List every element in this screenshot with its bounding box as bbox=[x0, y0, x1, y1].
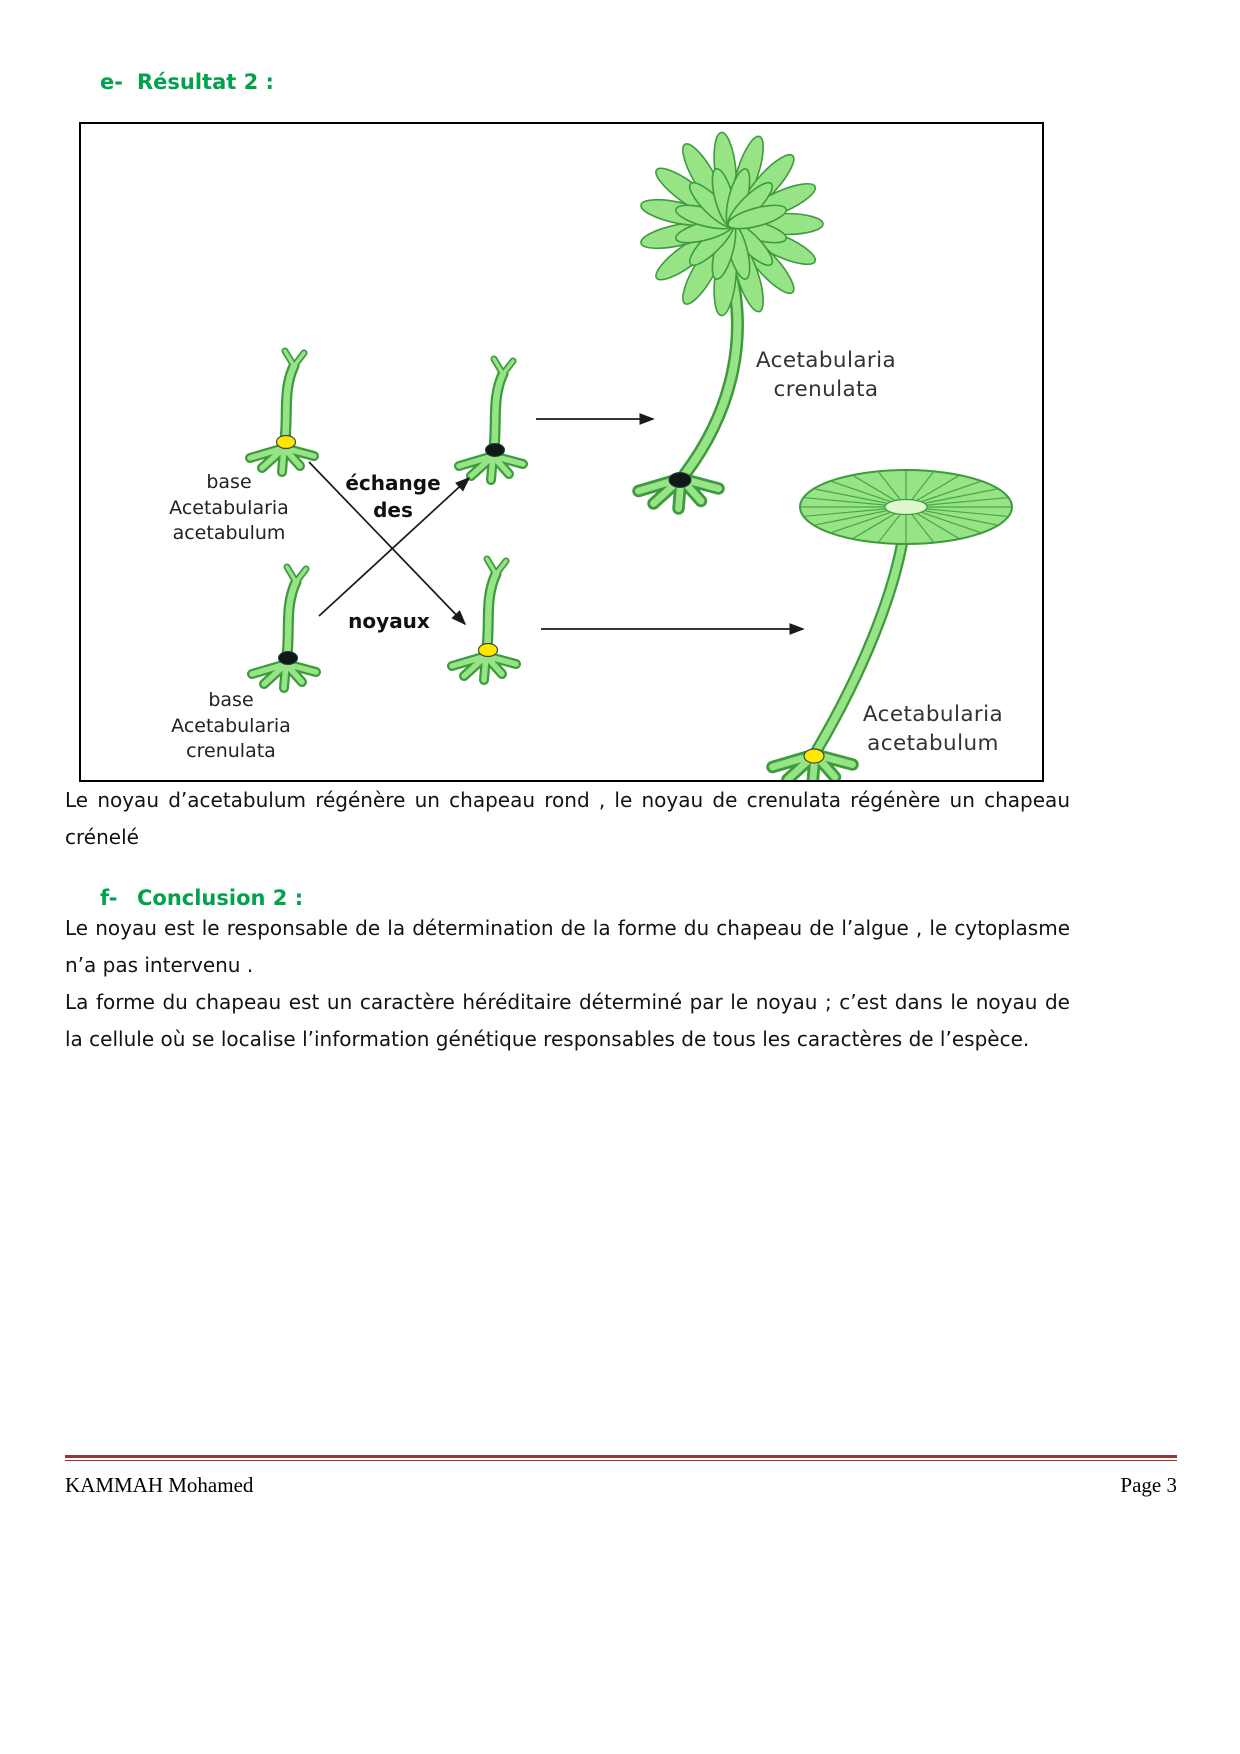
result-paragraph: Le noyau d’acetabulum régénère un chapea… bbox=[65, 788, 1070, 849]
crenulata-alga bbox=[639, 131, 824, 508]
heading-f-prefix: f- bbox=[100, 886, 118, 910]
crenulata-cap bbox=[640, 131, 824, 317]
exchange-arrow-up bbox=[318, 476, 471, 617]
label-acetabularia-crenulata: Acetabularia crenulata bbox=[755, 348, 897, 403]
conclusion-paragraph-1: Le noyau est le responsable de la déterm… bbox=[65, 916, 1070, 977]
section-heading-resultat: e- Résultat 2 : bbox=[100, 70, 1175, 94]
experiment-figure: Acetabularia crenulata Acetabularia acet… bbox=[79, 122, 1044, 782]
label-echange-des: échange des bbox=[345, 471, 441, 522]
heading-e-prefix: e- bbox=[100, 70, 123, 94]
base-crenulata-start bbox=[252, 567, 316, 688]
heading-f-text: Conclusion 2 : bbox=[137, 886, 304, 910]
label-acetabularia-acetabulum: Acetabularia acetabulum bbox=[862, 702, 1004, 757]
acetabulum-nucleus bbox=[803, 748, 825, 764]
crenulata-nucleus bbox=[668, 472, 692, 488]
label-noyaux: noyaux bbox=[348, 609, 430, 633]
base-with-crenulata-nucleus bbox=[459, 359, 523, 480]
section-heading-conclusion: f- Conclusion 2 : bbox=[100, 886, 1175, 910]
label-base-acetabulum: base Acetabularia acetabulum bbox=[169, 471, 289, 545]
base-with-acetabulum-nucleus bbox=[452, 559, 516, 680]
exchange-arrow-down bbox=[308, 461, 467, 626]
acetabulum-alga bbox=[773, 469, 1013, 780]
page-footer: KAMMAH Mohamed Page 3 bbox=[65, 1473, 1177, 1498]
label-base-crenulata: base Acetabularia crenulata bbox=[171, 689, 291, 763]
footer-page-number: Page 3 bbox=[1120, 1473, 1177, 1497]
figure-illustration bbox=[81, 131, 1013, 780]
conclusion-paragraph-2: La forme du chapeau est un caractère hér… bbox=[65, 990, 1070, 1051]
base-acetabulum-start bbox=[250, 351, 314, 472]
heading-e-text: Résultat 2 : bbox=[137, 70, 274, 94]
footer-divider bbox=[65, 1455, 1177, 1461]
page-content: e- Résultat 2 : bbox=[65, 70, 1175, 1051]
footer-author: KAMMAH Mohamed bbox=[65, 1473, 254, 1497]
